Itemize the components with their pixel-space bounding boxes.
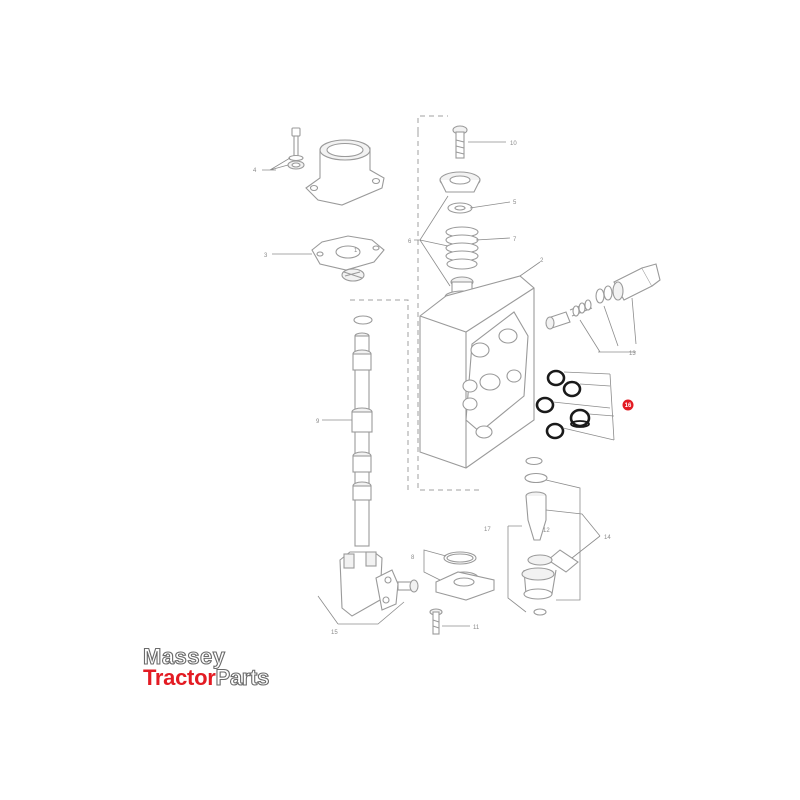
o-ring-3 xyxy=(535,396,555,414)
logo-line2: TractorParts xyxy=(143,665,270,690)
highlight-label: 16 xyxy=(625,403,632,409)
callout-5: 5 xyxy=(513,200,517,206)
assembly-dash-left xyxy=(350,299,409,490)
logo-tractor: Tractor xyxy=(143,665,216,690)
callout-4: 4 xyxy=(253,168,257,174)
callout-6: 6 xyxy=(408,239,412,245)
callout-11: 11 xyxy=(473,625,480,631)
valve-housing-top xyxy=(305,139,385,206)
callout-10: 10 xyxy=(510,141,517,147)
callout-2: 2 xyxy=(540,258,544,264)
callout-3: 3 xyxy=(264,253,268,259)
bolt-washer-assembly xyxy=(262,127,305,171)
gasket-plate xyxy=(272,235,385,282)
valve-body xyxy=(419,261,541,469)
o-ring-5 xyxy=(545,422,565,440)
callout-7: 7 xyxy=(513,237,517,243)
bolt-top xyxy=(452,125,506,159)
callout-15: 15 xyxy=(331,630,338,636)
o-ring-4 xyxy=(569,408,591,428)
callout-1: 1 xyxy=(354,248,358,254)
spool-assembly xyxy=(322,315,373,547)
callout-17: 17 xyxy=(484,527,491,533)
callout-13: 13 xyxy=(629,351,636,357)
spring-assembly xyxy=(414,171,511,304)
highlight-marker xyxy=(622,399,634,411)
callout-14: 14 xyxy=(604,535,611,541)
logo-line1: Massey xyxy=(142,644,226,669)
callout-9: 9 xyxy=(316,419,320,425)
highlight-callout: 16 xyxy=(622,399,634,411)
assembly-dash-top xyxy=(417,115,480,491)
clevis-link-assembly xyxy=(317,551,419,625)
callout-12: 12 xyxy=(543,528,550,534)
logo-parts: Parts xyxy=(215,665,270,690)
brand-logo: Massey TractorParts xyxy=(142,644,270,690)
relief-valve-assembly xyxy=(545,263,661,353)
o-ring-2 xyxy=(562,380,582,398)
o-ring-set xyxy=(535,369,615,441)
bolt-bottom xyxy=(429,608,470,635)
cover-seal-assembly xyxy=(423,549,495,601)
plunger-assembly xyxy=(507,456,601,616)
o-ring-1 xyxy=(546,369,566,387)
callout-8: 8 xyxy=(411,555,415,561)
